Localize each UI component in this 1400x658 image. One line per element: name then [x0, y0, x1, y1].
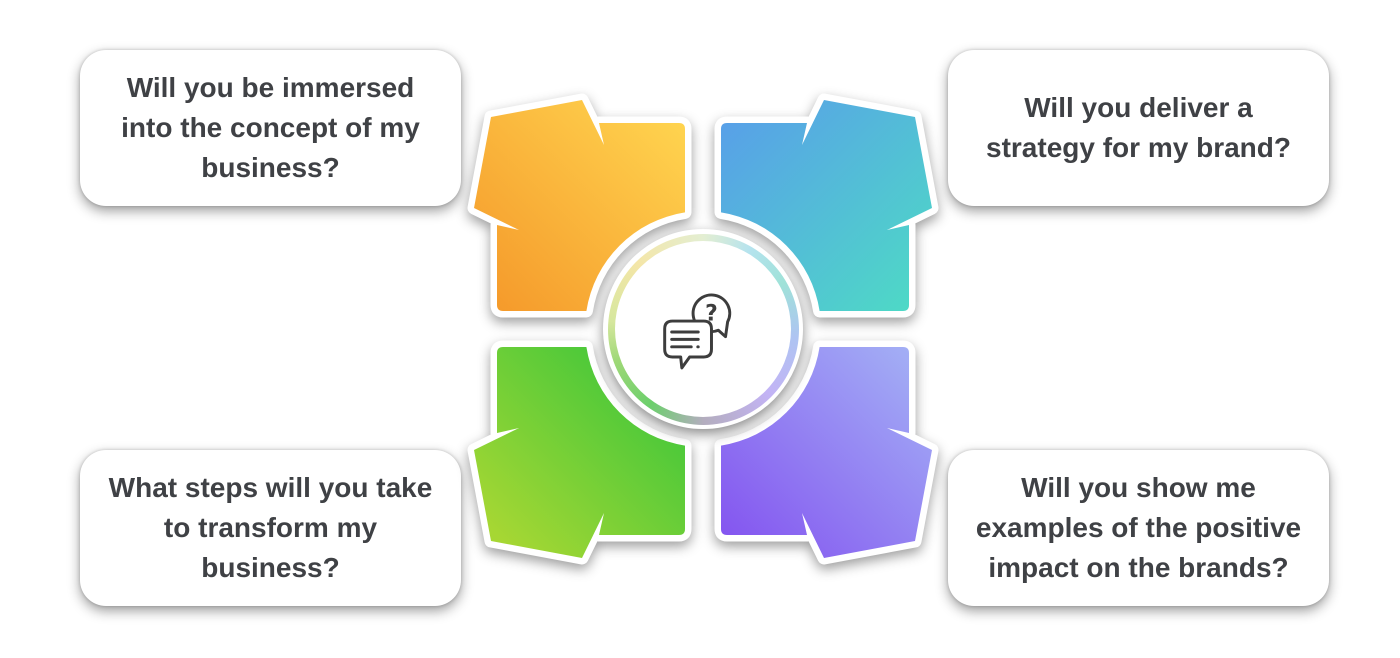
chat-bubble-outline: [663, 319, 713, 370]
hub-core: ?: [615, 241, 791, 417]
question-mark-glyph: ?: [705, 301, 718, 326]
chat-question-icon: ?: [663, 293, 732, 370]
question-card-top-right: Will you deliver a strategy for my brand…: [948, 50, 1329, 206]
arrow-bottom-right: [714, 340, 939, 565]
question-text-top-right: Will you deliver a strategy for my brand…: [986, 92, 1291, 163]
question-card-bottom-right: Will you show me examples of the positiv…: [948, 450, 1329, 606]
arrow-top-right: [714, 93, 939, 318]
chat-text-lines: [670, 330, 700, 349]
arrow-top-left: [467, 93, 692, 318]
question-card-top-left: Will you be immersed into the concept of…: [80, 50, 461, 206]
question-text-bottom-left: What steps will you take to transform my…: [108, 472, 433, 583]
question-text-top-left: Will you be immersed into the concept of…: [121, 72, 420, 183]
question-text-bottom-right: Will you show me examples of the positiv…: [975, 472, 1302, 583]
arrow-bottom-left: [467, 340, 692, 565]
four-arrows-figure: [467, 93, 939, 565]
question-card-bottom-left: What steps will you take to transform my…: [80, 450, 461, 606]
hub-circle: ?: [603, 229, 803, 429]
